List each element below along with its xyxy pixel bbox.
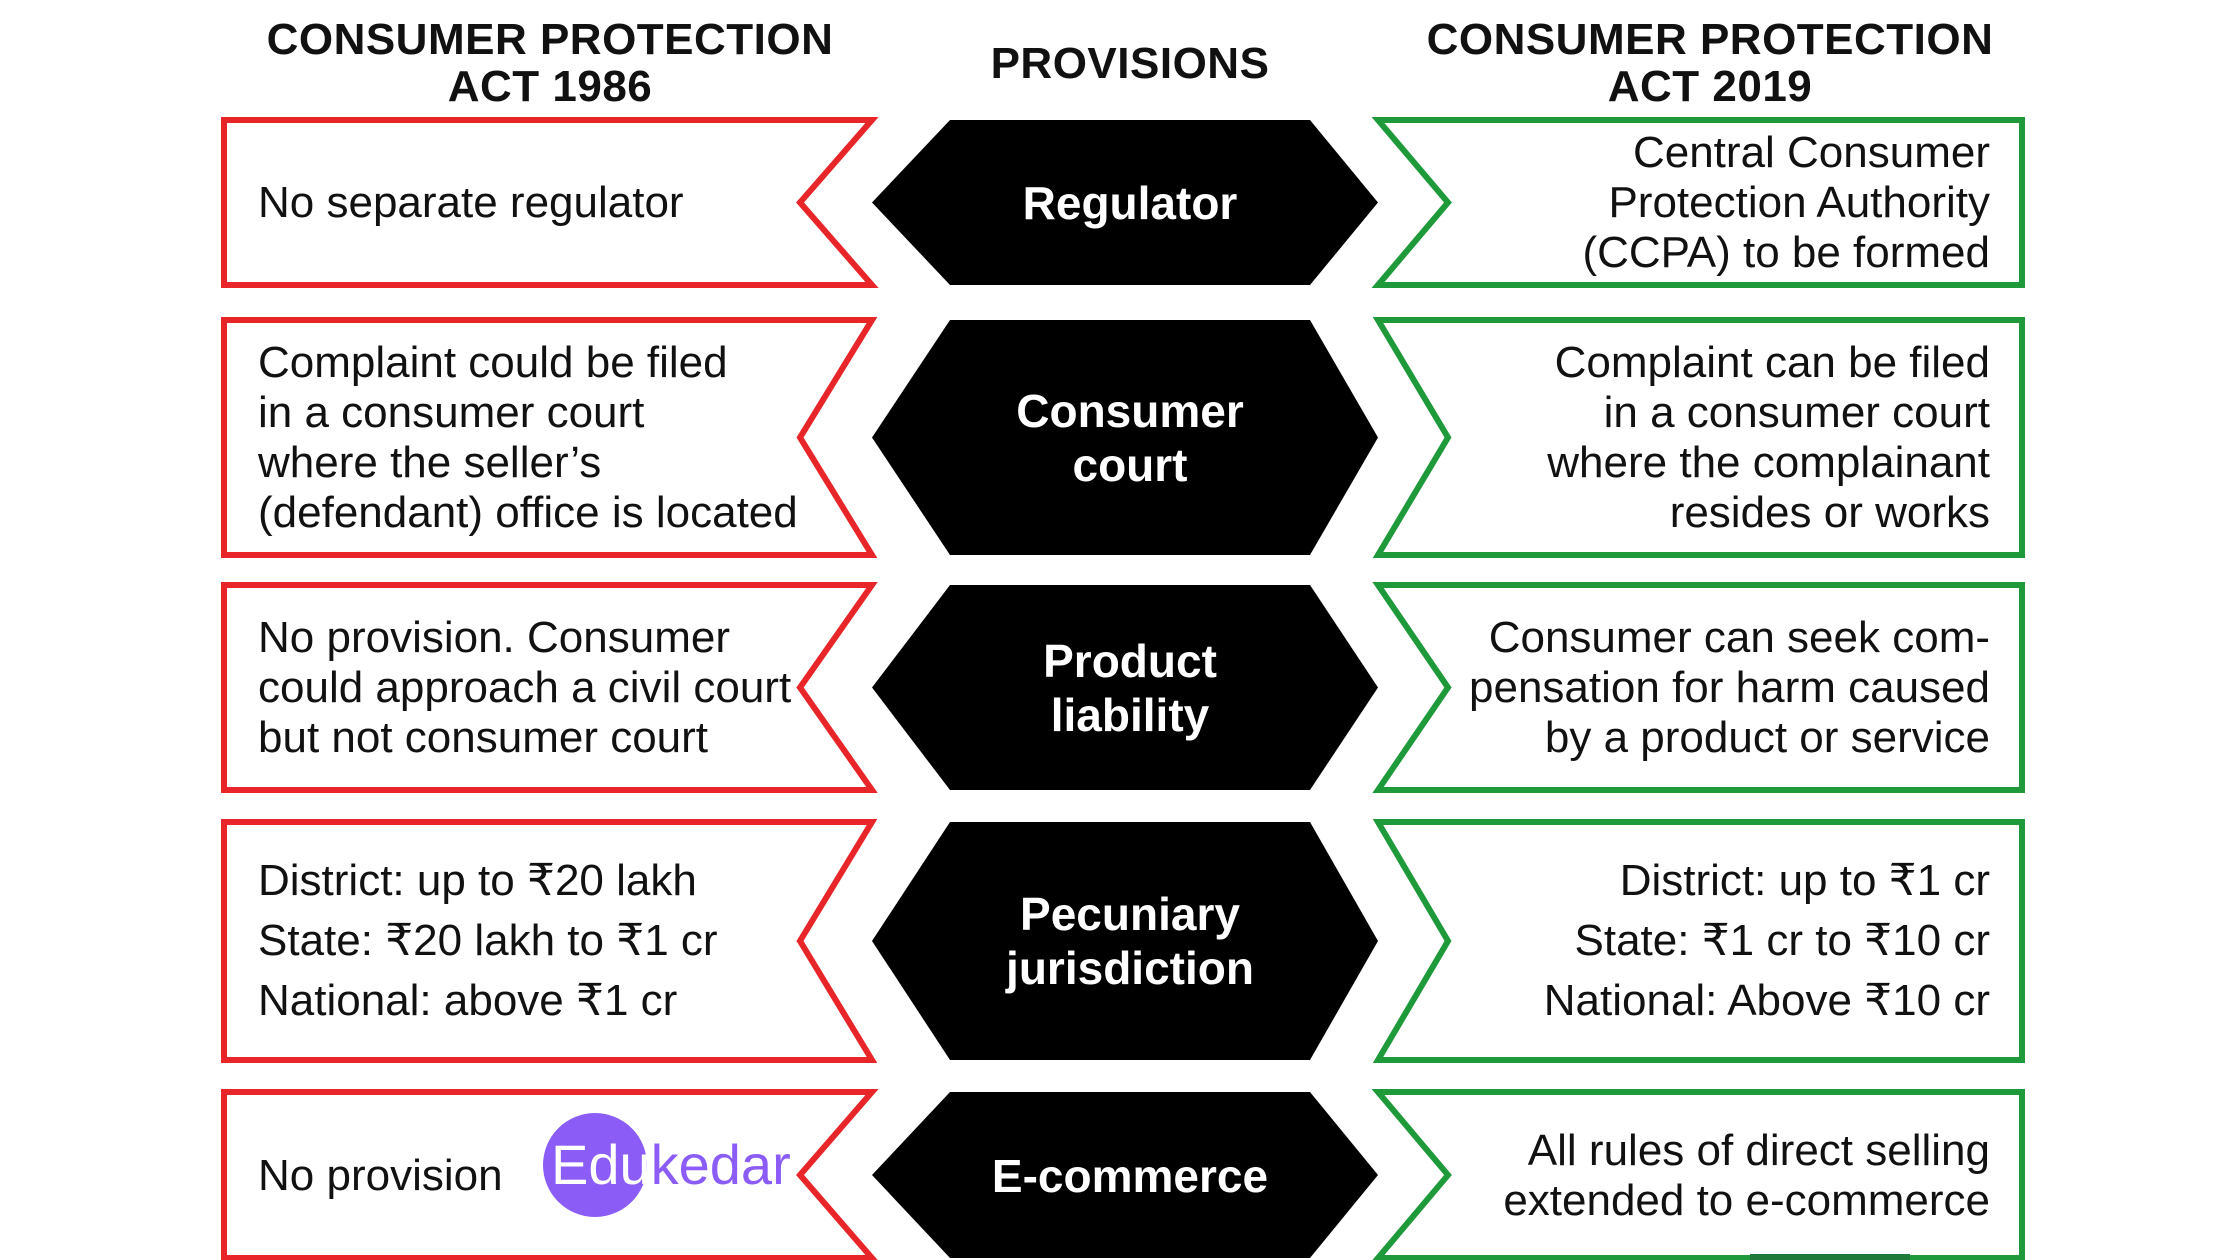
- row-product-liability-act-2019-line-2: pensation for harm caused: [1469, 662, 1990, 712]
- edukedar-logo-text: Edukedar: [551, 1135, 791, 1195]
- bottom-green-bar: [1750, 1254, 1910, 1260]
- row-regulator-act-2019-line-3: (CCPA) to be formed: [1582, 227, 1990, 277]
- row-product-liability-act-1986: No provision. Consumer could approach a …: [258, 585, 818, 790]
- row-regulator-act-2019-box: [1371, 117, 2025, 288]
- row-pecuniary-jurisdiction-act-1986-box: [221, 819, 878, 1063]
- row-pecuniary-jurisdiction-provision-line-2: jurisdiction: [1006, 942, 1254, 994]
- row-regulator-act-1986-line-1: No separate regulator: [258, 177, 684, 227]
- row-product-liability-act-1986-box: [221, 582, 878, 793]
- row-product-liability-provision-line-1: Product: [1043, 634, 1217, 687]
- row-product-liability-act-2019: Consumer can seek com- pensation for har…: [1420, 585, 1990, 790]
- row-regulator-act-1986: No separate regulator: [258, 120, 818, 285]
- row-regulator-provision-hexagon: [872, 120, 1378, 285]
- edukedar-logo-circle: [543, 1113, 647, 1217]
- edukedar-logo-kedar: kedar: [650, 1133, 791, 1196]
- row-regulator-act-2019-line-2: Protection Authority: [1608, 177, 1990, 227]
- header-act-1986-line-1: CONSUMER PROTECTION: [266, 15, 834, 64]
- row-regulator-provision-line-1: Regulator: [1022, 176, 1238, 229]
- row-pecuniary-jurisdiction-act-2019-line-3: National: Above ₹10 cr: [1543, 976, 1990, 1025]
- row-e-commerce-act-2019-line-2: extended to e-commerce: [1503, 1176, 1990, 1225]
- row-regulator-act-1986-box: [221, 117, 879, 288]
- row-pecuniary-jurisdiction-act-2019-line-1: District: up to ₹1 cr: [1619, 856, 1990, 905]
- header-provisions: PROVISIONS: [990, 39, 1270, 88]
- row-pecuniary-jurisdiction-provision-line-1: Pecuniary: [1020, 888, 1240, 940]
- row-product-liability-provision-hexagon: [872, 585, 1378, 790]
- row-product-liability-provision-line-2: liability: [1050, 688, 1210, 741]
- row-pecuniary-jurisdiction-act-2019-box: [1372, 819, 2025, 1063]
- row-product-liability-act-2019-line-3: by a product or service: [1544, 712, 1990, 762]
- row-e-commerce-provision: E-commerce: [920, 1092, 1340, 1260]
- row-consumer-court-act-1986: Complaint could be filed in a consumer c…: [258, 320, 818, 555]
- row-e-commerce-act-1986: No provision: [258, 1092, 818, 1260]
- row-pecuniary-jurisdiction-act-1986-line-2: State: ₹20 lakh to ₹1 cr: [258, 916, 718, 965]
- row-consumer-court-act-1986-line-4: (defendant) office is located: [258, 487, 798, 537]
- row-pecuniary-jurisdiction-act-2019: District: up to ₹1 cr State: ₹1 cr to ₹1…: [1420, 822, 1990, 1060]
- row-pecuniary-jurisdiction-act-1986-line-1: District: up to ₹20 lakh: [258, 856, 697, 905]
- row-pecuniary-jurisdiction-act-1986-line-3: National: above ₹1 cr: [258, 976, 678, 1025]
- row-e-commerce-act-2019: All rules of direct selling extended to …: [1420, 1092, 1990, 1260]
- row-product-liability-act-2019-line-1: Consumer can seek com-: [1488, 612, 1990, 662]
- row-pecuniary-jurisdiction-act-1986: District: up to ₹20 lakh State: ₹20 lakh…: [258, 822, 818, 1060]
- row-consumer-court-provision-hexagon: [872, 320, 1378, 555]
- row-consumer-court-act-1986-line-3: where the seller’s: [258, 437, 602, 487]
- row-pecuniary-jurisdiction-act-2019-line-2: State: ₹1 cr to ₹10 cr: [1574, 916, 1991, 965]
- row-product-liability-act-1986-line-2: could approach a civil court: [258, 662, 792, 712]
- row-e-commerce-act-1986-line-1: No provision: [258, 1151, 503, 1200]
- header-act-2019-line-2: ACT 2019: [1607, 62, 1813, 111]
- row-consumer-court-act-2019-line-2: in a consumer court: [1603, 387, 1990, 437]
- row-consumer-court-act-1986-box: [221, 317, 878, 558]
- header-act-1986-line-2: ACT 1986: [447, 62, 653, 111]
- row-consumer-court-act-1986-line-2: in a consumer court: [258, 387, 645, 437]
- row-consumer-court-act-1986-line-1: Complaint could be filed: [258, 337, 728, 387]
- row-e-commerce-act-2019-line-1: All rules of direct selling: [1527, 1126, 1990, 1175]
- row-regulator-act-2019: Central Consumer Protection Authority (C…: [1420, 120, 1990, 285]
- header-act-1986: CONSUMER PROTECTION ACT 1986: [240, 16, 860, 110]
- row-consumer-court-provision: Consumer court: [920, 320, 1340, 555]
- row-regulator-act-2019-line-1: Central Consumer: [1632, 127, 1990, 177]
- row-consumer-court-act-2019-line-4: resides or works: [1669, 487, 1990, 537]
- header-act-2019-line-1: CONSUMER PROTECTION: [1426, 15, 1994, 64]
- row-consumer-court-act-2019-line-1: Complaint can be filed: [1554, 337, 1990, 387]
- row-e-commerce-provision-line-1: E-commerce: [991, 1150, 1269, 1202]
- row-consumer-court-act-2019: Complaint can be filed in a consumer cou…: [1420, 320, 1990, 555]
- row-product-liability-act-1986-line-3: but not consumer court: [258, 712, 709, 762]
- row-product-liability-act-2019-box: [1372, 582, 2025, 793]
- row-consumer-court-provision-line-1: Consumer: [1016, 384, 1244, 437]
- row-pecuniary-jurisdiction-provision-hexagon: [872, 822, 1378, 1060]
- row-product-liability-provision: Product liability: [920, 585, 1340, 790]
- header-act-2019: CONSUMER PROTECTION ACT 2019: [1400, 16, 2020, 110]
- row-product-liability-act-1986-line-1: No provision. Consumer: [258, 612, 730, 662]
- row-consumer-court-provision-line-2: court: [1072, 438, 1188, 491]
- row-e-commerce-act-2019-box: [1371, 1089, 2025, 1260]
- row-consumer-court-act-2019-line-3: where the complainant: [1547, 437, 1990, 487]
- row-pecuniary-jurisdiction-provision: Pecuniary jurisdiction: [920, 822, 1340, 1060]
- edukedar-logo-edu: Edu: [551, 1133, 651, 1196]
- row-regulator-provision: Regulator: [920, 120, 1340, 285]
- row-consumer-court-act-2019-box: [1372, 317, 2025, 558]
- row-e-commerce-provision-hexagon: [872, 1092, 1378, 1258]
